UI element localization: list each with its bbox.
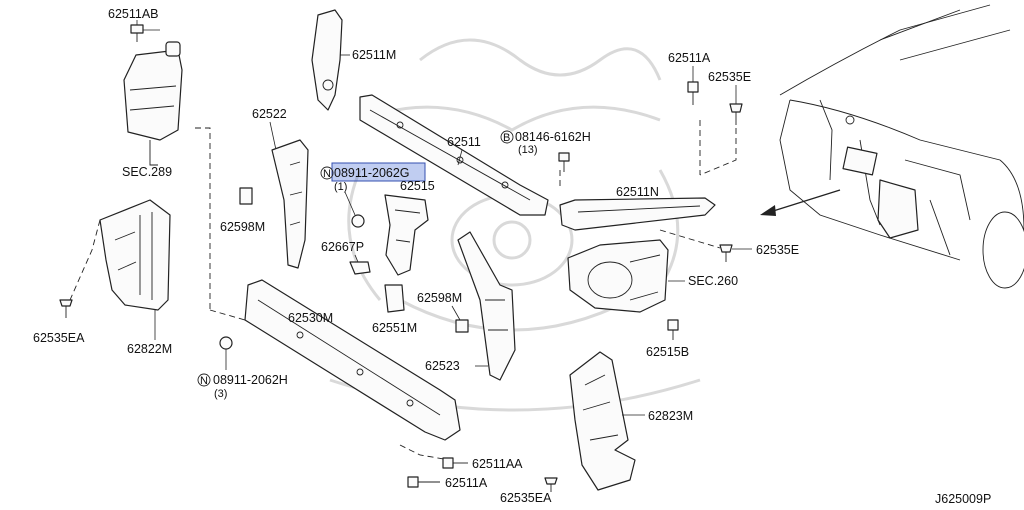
label-62822M: 62822M (127, 342, 172, 356)
bolt-62511A-bottom-icon (407, 476, 440, 488)
clip-62598M-mid-icon (455, 319, 469, 333)
label-08146-qty: (13) (518, 144, 538, 156)
label-08911-2062G-qty: (1) (334, 181, 347, 193)
label-08911-2062H: 08911-2062H (213, 373, 288, 387)
latch-bracket-62515-icon (384, 194, 429, 276)
clip-62535E-mid-icon (719, 244, 733, 262)
stay-62511M-icon (311, 9, 343, 111)
bolt-62511AB-icon (130, 24, 160, 42)
part-62667P-icon (349, 261, 371, 275)
label-62522: 62522 (252, 107, 287, 121)
label-62511A-bottom: 62511A (445, 476, 488, 490)
label-62598M-mid: 62598M (417, 291, 462, 305)
label-62535E-top: 62535E (708, 70, 751, 84)
label-62523: 62523 (425, 359, 460, 373)
label-circle-N-top: N (323, 168, 331, 180)
highlight-08911-2062G (331, 162, 426, 182)
label-62530M: 62530M (288, 311, 333, 325)
label-08911-2062H-qty: (3) (214, 388, 227, 400)
label-62535E-mid: 62535E (756, 243, 799, 257)
label-62511: 62511 (447, 135, 481, 149)
label-62823M: 62823M (648, 409, 693, 423)
label-sec260: SEC.260 (688, 274, 738, 288)
washer-tank-icon (123, 41, 183, 166)
label-62515B: 62515B (646, 345, 689, 359)
hood-lock-support-62511N-icon (559, 197, 716, 231)
circle-n-bottom-icon (197, 373, 211, 387)
direction-arrow-icon (760, 189, 841, 216)
upper-support-62511-icon (359, 94, 549, 216)
label-62535EA-bottom: 62535EA (500, 491, 552, 505)
label-62511M: 62511M (352, 48, 396, 62)
label-62511A-top: 62511A (668, 51, 711, 65)
circle-n-icon (320, 166, 334, 180)
vehicle-outline-icon (779, 4, 1024, 289)
nut-08911-2062G-icon (351, 214, 365, 228)
label-62551M: 62551M (372, 321, 417, 335)
clip-62535EA-bottom-icon (544, 477, 558, 492)
watermark-logo (329, 38, 701, 412)
label-62535EA-left: 62535EA (33, 331, 85, 345)
air-guide-62822M-icon (99, 199, 171, 311)
label-circle-B: B (503, 132, 510, 144)
label-62511AB: 62511AB (108, 7, 159, 21)
label-circle-N-bottom: N (200, 375, 208, 387)
clip-62535E-top-icon (729, 103, 743, 125)
label-62511N: 62511N (616, 185, 659, 199)
bolt-62511A-top-icon (687, 81, 699, 105)
label-08146-6162H: 08146-6162H (515, 130, 591, 144)
diagram-id: J625009P (935, 492, 991, 506)
bolt-62515B-icon (667, 319, 679, 340)
air-guide-62823M-icon (569, 351, 636, 491)
circle-b-icon (500, 130, 514, 144)
clip-62598M-left-icon (239, 187, 253, 205)
lower-support-62530M-icon (244, 279, 461, 441)
bolt-08146-icon (558, 152, 570, 172)
bracket-62551M-icon (384, 284, 405, 313)
label-sec289: SEC.289 (122, 165, 172, 179)
clip-62535EA-left-icon (59, 299, 73, 318)
nut-08911-2062H-icon (219, 336, 233, 350)
label-62511AA: 62511AA (472, 457, 523, 471)
headlamp-icon (567, 239, 669, 313)
label-62667P: 62667P (321, 240, 364, 254)
bracket-62522-icon (271, 139, 309, 269)
side-bracket-62523-icon (457, 231, 516, 381)
bolt-62511AA-icon (442, 457, 468, 469)
label-62515: 62515 (400, 179, 435, 193)
label-08911-2062G: 08911-2062G (334, 166, 410, 180)
label-62598M-left: 62598M (220, 220, 265, 234)
